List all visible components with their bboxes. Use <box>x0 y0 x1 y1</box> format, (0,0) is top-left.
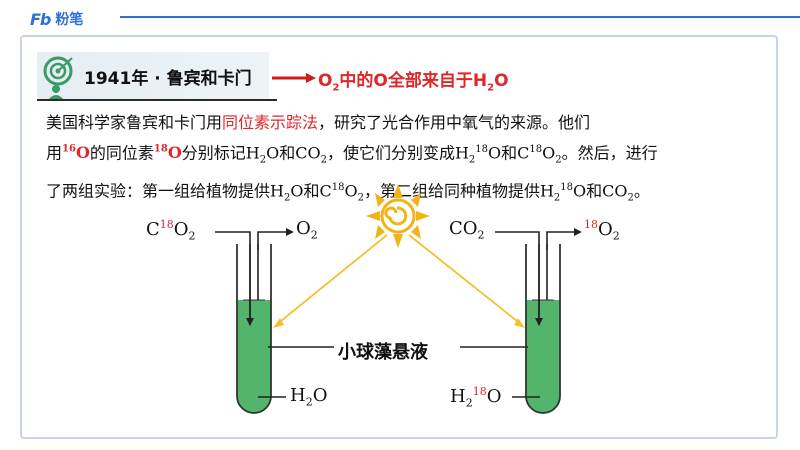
algae-suspension-label: 小球藻悬液 <box>338 342 428 363</box>
test-tube-left <box>236 244 272 414</box>
heading-conclusion: O2中的O全部来自于H2O <box>318 71 509 94</box>
paragraph-line-1: 美国科学家鲁宾和卡门用同位素示踪法，研究了光合作用中氧气的来源。他们 <box>46 113 591 132</box>
light-ray-right-head <box>514 318 525 328</box>
left-outlet-arrow <box>257 231 288 250</box>
paragraph-line-2: 用16O的同位素18O分别标记H2O和CO2，使它们分别变成H218O和C18O… <box>46 143 658 166</box>
brand-mark: Fb <box>30 9 51 29</box>
right-inlet-arrow <box>495 231 540 321</box>
experiment-description: 美国科学家鲁宾和卡门用同位素示踪法，研究了光合作用中氧气的来源。他们 用16O的… <box>46 109 766 211</box>
isotope-18o: 18O <box>153 143 182 163</box>
right-input-gas: CO2 <box>449 218 485 242</box>
result-arrow <box>272 73 316 83</box>
light-ray-right <box>408 234 523 326</box>
paragraph-line-3: 了两组实验：第一组给植物提供H2O和C18O2，第二组给同种植物提供H218O和… <box>46 180 650 204</box>
top-divider <box>120 16 800 18</box>
isotope-16o: 16O <box>62 143 90 163</box>
left-water-label: H2O <box>290 385 328 409</box>
highlight-method: 同位素示踪法 <box>222 113 319 132</box>
heading-underline <box>37 99 277 101</box>
sun-icon <box>366 184 430 248</box>
right-output-gas: 18O2 <box>584 218 620 243</box>
left-inlet-arrow <box>215 231 251 321</box>
heading-title: 1941年 · 鲁宾和卡门 <box>84 69 252 89</box>
left-output-gas: O2 <box>296 218 318 242</box>
top-bar: Fb 粉笔 <box>0 0 800 34</box>
slide-frame <box>20 35 778 439</box>
right-outlet-arrow <box>546 231 576 250</box>
heading-background <box>37 52 269 100</box>
brand-logo: Fb 粉笔 <box>30 9 83 29</box>
light-ray-left <box>275 234 388 326</box>
brand-name: 粉笔 <box>55 12 84 28</box>
left-input-gas: C18O2 <box>146 218 196 243</box>
light-ray-left-head <box>273 318 284 328</box>
right-water-label: H218O <box>450 385 502 410</box>
target-person-icon <box>43 56 73 99</box>
test-tube-right <box>525 244 561 414</box>
